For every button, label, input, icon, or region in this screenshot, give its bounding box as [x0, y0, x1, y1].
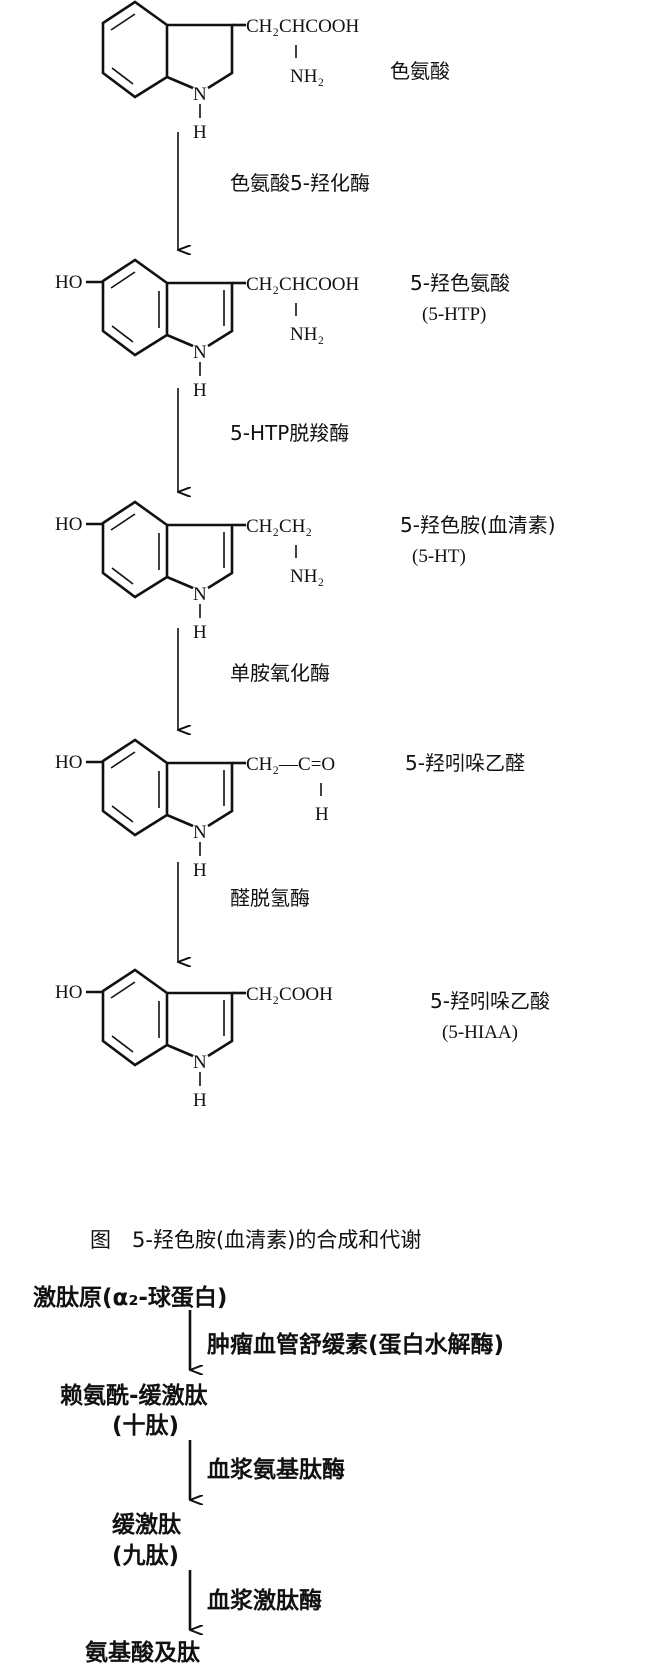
indole-structure: NH HO CH₂CH₂ NH₂ 5-羟色胺(血清素) (5-HT) — [55, 500, 556, 643]
kinin-step-bradykinin: 缓激肽 — [112, 1511, 182, 1538]
amine-group: NH₂ — [290, 566, 324, 587]
nitrogen-atom: N — [193, 822, 207, 843]
kinin-step-nonapeptide: (九肽) — [112, 1543, 179, 1569]
figure-caption: 图 5-羟色胺(血清素)的合成和代谢 — [90, 1228, 421, 1252]
compound-abbreviation: (5-HIAA) — [442, 1022, 518, 1043]
enzyme-label: 单胺氧化酶 — [230, 661, 330, 685]
compound-name: 色氨酸 — [390, 59, 450, 83]
kinin-step-lysyl-bradykinin: 赖氨酰-缓激肽 — [60, 1382, 209, 1409]
nitrogen-atom: N — [193, 584, 207, 605]
enzyme-label: 5-HTP脱羧酶 — [230, 421, 349, 445]
hydroxy-group: HO — [55, 752, 82, 773]
kinin-enzyme-3: 血浆激肽酶 — [207, 1587, 322, 1614]
pyrrole-ring — [167, 761, 234, 828]
compound-name: 5-羟色氨酸 — [410, 271, 510, 295]
nitrogen-atom: N — [193, 1052, 207, 1073]
kinin-enzyme-1: 肿瘤血管舒缓素(蛋白水解酶) — [207, 1331, 504, 1358]
nitrogen-atom: N — [193, 84, 207, 105]
hydroxy-group: HO — [55, 982, 82, 1003]
compound-name: 5-羟吲哚乙醛 — [405, 751, 525, 775]
pyrrole-ring — [167, 991, 234, 1058]
side-chain: CH₂CHCOOH — [246, 274, 360, 295]
hydroxy-group: HO — [55, 272, 82, 293]
kinin-step-decapeptide: (十肽) — [112, 1413, 179, 1439]
kinin-step-kininogen: 激肽原(α₂-球蛋白) — [33, 1284, 227, 1311]
benzene-ring — [101, 968, 169, 1067]
hydrogen-atom: H — [193, 122, 207, 143]
amine-group: NH₂ — [290, 324, 324, 345]
pyrrole-ring — [167, 523, 234, 590]
pyrrole-ring — [167, 281, 234, 348]
hydrogen-atom: H — [193, 860, 207, 881]
side-chain: CH₂CHCOOH — [246, 16, 360, 37]
side-chain: CH₂—C=O — [246, 754, 335, 775]
enzyme-label: 色氨酸5-羟化酶 — [230, 171, 370, 195]
indole-structure: NH HO CH₂CHCOOH NH₂ 5-羟色氨酸 (5-HTP) — [55, 258, 510, 401]
indole-structure: NH CH₂CHCOOH NH₂ 色氨酸 — [101, 0, 450, 143]
amine-group: NH₂ — [290, 66, 324, 87]
compound-name: 5-羟色胺(血清素) — [400, 513, 556, 537]
amine-group: H — [315, 804, 329, 825]
enzyme-label: 醛脱氢酶 — [230, 886, 310, 910]
compound-name: 5-羟吲哚乙酸 — [430, 989, 550, 1013]
hydrogen-atom: H — [193, 622, 207, 643]
pyrrole-ring — [167, 23, 234, 90]
hydroxy-group: HO — [55, 514, 82, 535]
hydrogen-atom: H — [193, 1090, 207, 1111]
kinin-enzyme-2: 血浆氨基肽酶 — [207, 1456, 345, 1483]
benzene-ring — [101, 258, 169, 357]
compound-abbreviation: (5-HT) — [412, 546, 466, 567]
benzene-ring — [101, 500, 169, 599]
nitrogen-atom: N — [193, 342, 207, 363]
kinin-pathway: 激肽原(α₂-球蛋白) 肿瘤血管舒缓素(蛋白水解酶) 赖氨酰-缓激肽 (十肽) … — [33, 1284, 504, 1666]
side-chain: CH₂COOH — [246, 984, 333, 1005]
benzene-ring — [101, 738, 169, 837]
benzene-ring — [101, 0, 169, 99]
indole-structure: NH HO CH₂COOH 5-羟吲哚乙酸 (5-HIAA) — [55, 968, 550, 1111]
compound-abbreviation: (5-HTP) — [422, 304, 486, 325]
side-chain: CH₂CH₂ — [246, 516, 312, 537]
hydrogen-atom: H — [193, 380, 207, 401]
kinin-step-amino-acids: 氨基酸及肽 — [85, 1639, 201, 1666]
